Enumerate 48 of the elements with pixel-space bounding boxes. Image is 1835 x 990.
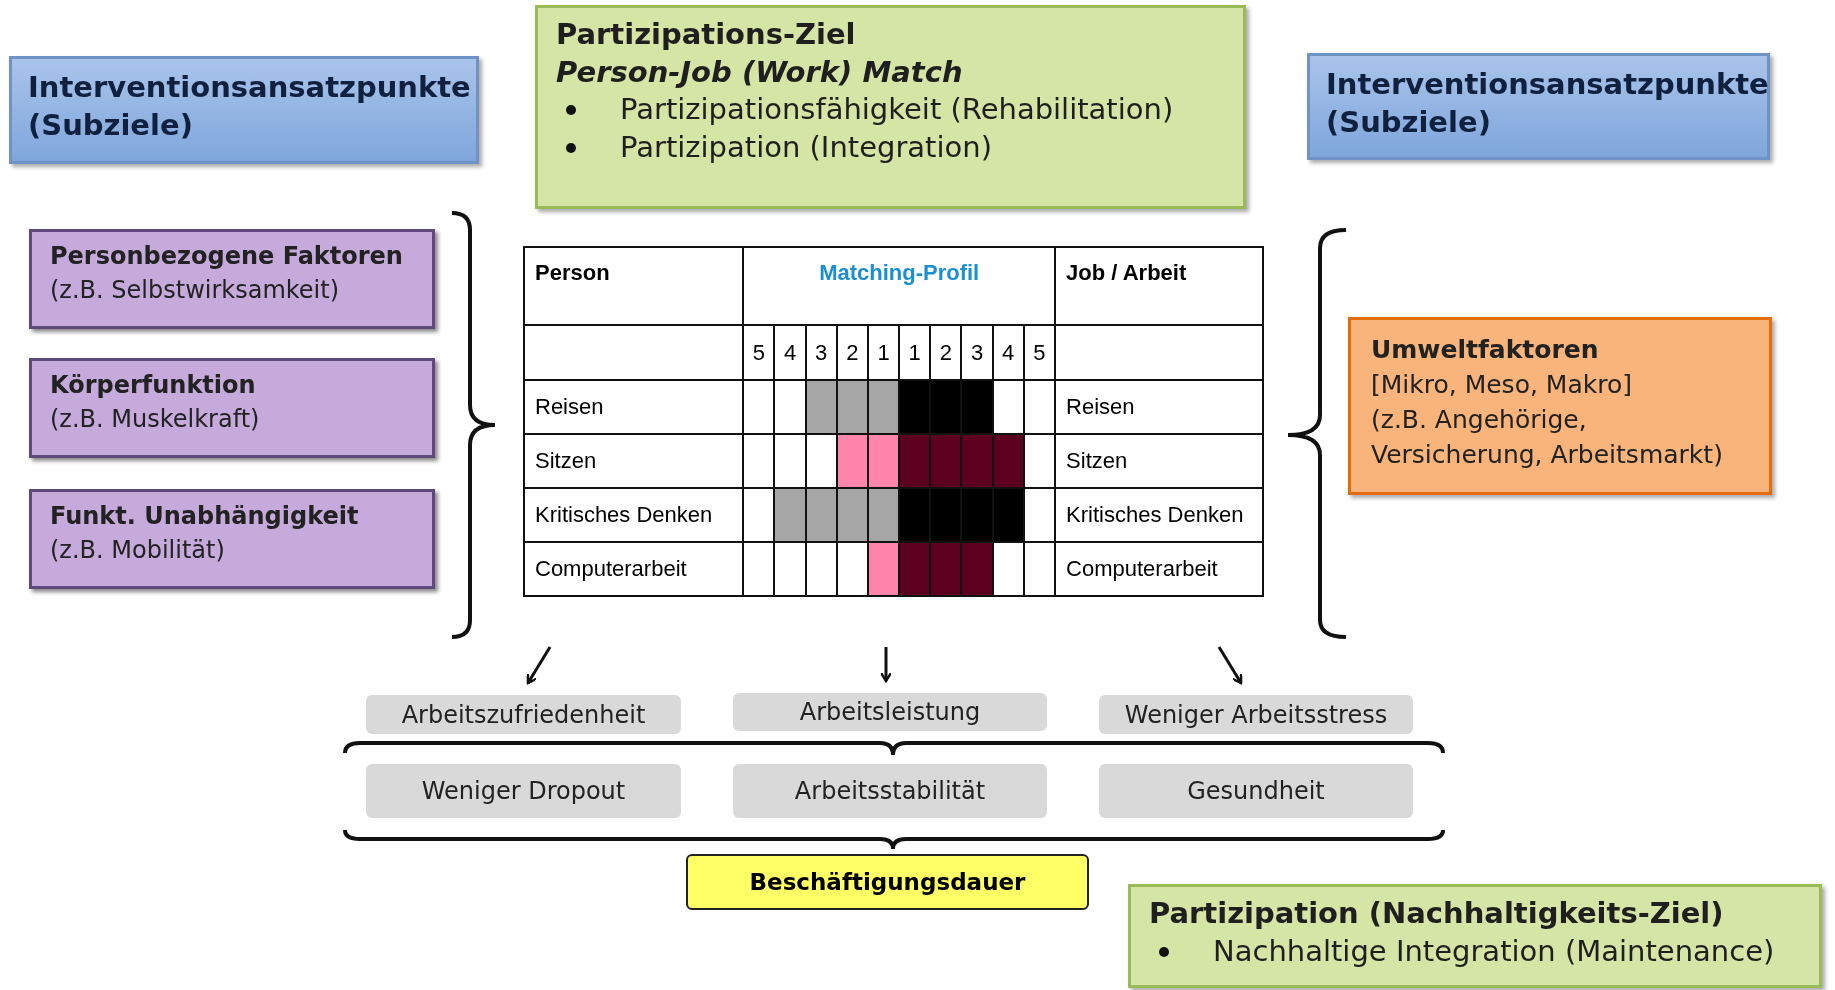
box-text: (z.B. Muskelkraft): [50, 403, 261, 435]
goal-heading-box: Interventionsansatzpunkte (Subziele): [1307, 53, 1770, 160]
outcome-box: Arbeitsleistung: [733, 693, 1047, 731]
box-text: (z.B. Angehörige, Versicherung, Arbeitsmarkt): [1371, 404, 1724, 471]
row-label: Reisen: [1055, 380, 1263, 434]
box-heading: Umweltfaktoren: [1371, 334, 1600, 366]
bullet-item: Partizipation (Integration): [620, 129, 992, 167]
outcome-box: Arbeitsstabilität: [733, 764, 1047, 818]
box-heading: Körperfunktion: [50, 370, 257, 401]
box-heading: Personbezogene Faktoren: [50, 241, 404, 272]
outcome-box: Weniger Dropout: [366, 764, 681, 818]
goal-heading-box: Interventionsansatzpunkte (Subziele): [9, 56, 479, 164]
box-heading: Partizipations-Ziel: [556, 16, 857, 53]
factor-box: [29, 229, 435, 329]
table-header: Matching-Profil: [743, 247, 1056, 325]
box-text: Person-Job (Work) Match: [556, 53, 964, 91]
bullet-item: Nachhaltige Integration (Maintenance): [1213, 932, 1775, 970]
goal-box: [535, 5, 1246, 209]
arrow: [526, 646, 552, 685]
row-label: Sitzen: [1055, 434, 1263, 488]
box-text: (z.B. Mobilität): [50, 534, 226, 566]
table-header: Person: [524, 247, 744, 325]
row-label: Kritisches Denken: [524, 488, 744, 542]
scale-number: 5: [1023, 325, 1056, 380]
row-label: Kritisches Denken: [1055, 488, 1263, 542]
row-label: Sitzen: [524, 434, 744, 488]
outcome-box: Arbeitszufriedenheit: [366, 695, 681, 734]
factor-box: [29, 358, 435, 458]
factor-box: [1348, 317, 1772, 495]
factor-box: [29, 489, 435, 589]
arrow: [879, 647, 893, 683]
arrow: [1217, 646, 1243, 685]
goal-box: [1128, 884, 1822, 988]
box-text: [Mikro, Meso, Makro]: [1371, 369, 1633, 401]
box-heading: Funkt. Unabhängigkeit: [50, 501, 360, 532]
outcome-box: Weniger Arbeitsstress: [1099, 695, 1413, 734]
scale-number: 5: [743, 325, 775, 380]
box-heading: Partizipation (Nachhaltigkeits-Ziel): [1149, 895, 1725, 932]
box-text: (z.B. Selbstwirksamkeit): [50, 274, 341, 306]
row-label: Computerarbeit: [1055, 542, 1263, 596]
scale-number: 4: [992, 325, 1024, 380]
row-label: Reisen: [524, 380, 744, 434]
row-label: Computerarbeit: [524, 542, 744, 596]
bullet-item: Partizipationsfähigkeit (Rehabilitation): [620, 91, 1174, 129]
outcome-box: Beschäftigungsdauer: [686, 854, 1089, 910]
table-header: Job / Arbeit: [1055, 247, 1263, 325]
outcome-box: Gesundheit: [1099, 764, 1413, 818]
scale-number: 4: [774, 325, 806, 380]
